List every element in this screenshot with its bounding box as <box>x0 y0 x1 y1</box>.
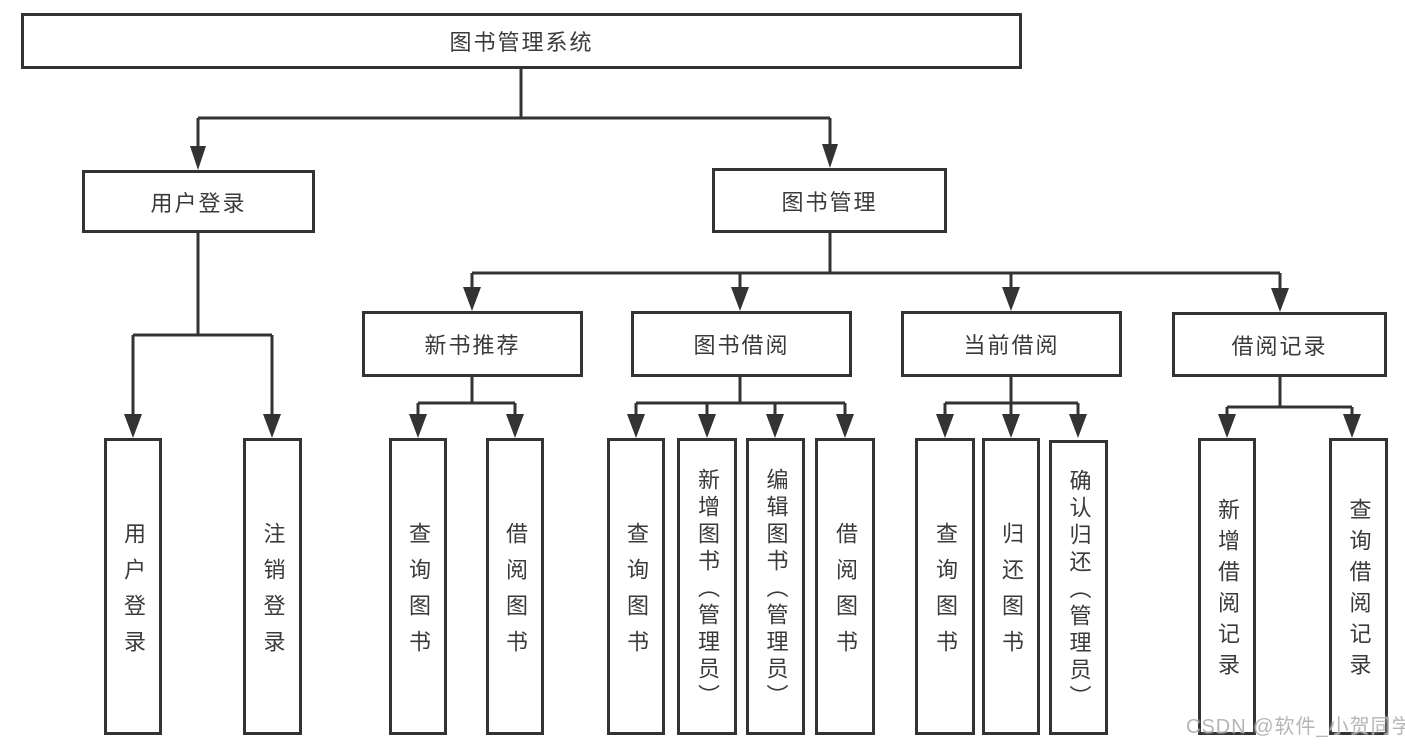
connector-book-management-children <box>463 233 1289 312</box>
leaf-borrow-edit-book-admin: 编辑图书（管理员） <box>746 438 805 735</box>
node-label: 编辑图书（管理员） <box>763 467 789 711</box>
node-library-management-system: 图书管理系统 <box>21 13 1022 69</box>
node-label: 借阅图书 <box>833 521 858 666</box>
leaf-borrow-borrow-book: 借阅图书 <box>815 438 875 735</box>
node-book-management: 图书管理 <box>712 168 947 233</box>
node-label: 当前借阅 <box>963 333 1060 358</box>
node-label: 新增借阅记录 <box>1215 498 1240 684</box>
node-label: 用户登录 <box>121 521 146 666</box>
node-label: 新书推荐 <box>424 333 521 358</box>
connector-current-borrow-children <box>936 377 1087 438</box>
node-label: 图书借阅 <box>693 333 790 358</box>
node-label: 归还图书 <box>999 521 1024 666</box>
node-label: 查询借阅记录 <box>1346 498 1372 684</box>
leaf-current-query-book: 查询图书 <box>915 438 975 735</box>
node-label: 注销登录 <box>260 521 286 666</box>
connector-book-borrow-children <box>627 377 854 438</box>
leaf-borrow-query-book: 查询图书 <box>607 438 665 735</box>
leaf-borrow-add-book-admin: 新增图书（管理员） <box>677 438 737 735</box>
leaf-current-return-book: 归还图书 <box>982 438 1040 735</box>
leaf-records-add-borrow-record: 新增借阅记录 <box>1198 438 1256 735</box>
node-current-borrow: 当前借阅 <box>901 311 1122 377</box>
leaf-records-query-borrow-record: 查询借阅记录 <box>1329 438 1388 735</box>
leaf-user-login: 用户登录 <box>104 438 162 735</box>
leaf-recommend-query-book: 查询图书 <box>389 438 447 735</box>
node-label: 图书管理 <box>781 189 878 215</box>
node-label: 查询图书 <box>624 521 649 666</box>
node-user-login: 用户登录 <box>82 170 315 233</box>
csdn-watermark: CSDN @软件_小贺同学 <box>1186 716 1405 738</box>
leaf-recommend-borrow-book: 借阅图书 <box>486 438 544 735</box>
node-label: 借阅记录 <box>1231 333 1328 359</box>
node-label: 用户登录 <box>150 190 247 216</box>
connector-new-book-children <box>409 377 524 438</box>
node-label: 查询图书 <box>406 521 431 666</box>
leaf-logout-login: 注销登录 <box>243 438 302 735</box>
node-label: 借阅图书 <box>503 521 528 666</box>
node-borrow-records: 借阅记录 <box>1172 312 1387 377</box>
connector-borrow-records-children <box>1218 377 1361 438</box>
connector-user-login-children <box>124 233 281 438</box>
node-new-book-recommend: 新书推荐 <box>362 311 583 377</box>
node-book-borrow: 图书借阅 <box>631 311 852 377</box>
leaf-current-confirm-return-admin: 确认归还（管理员） <box>1049 440 1108 735</box>
node-label: 图书管理系统 <box>449 30 594 55</box>
node-label: 新增图书（管理员） <box>695 467 720 711</box>
node-label: 确认归还（管理员） <box>1066 468 1092 712</box>
connector-root-to-level1 <box>190 69 838 170</box>
node-label: 查询图书 <box>933 521 958 666</box>
